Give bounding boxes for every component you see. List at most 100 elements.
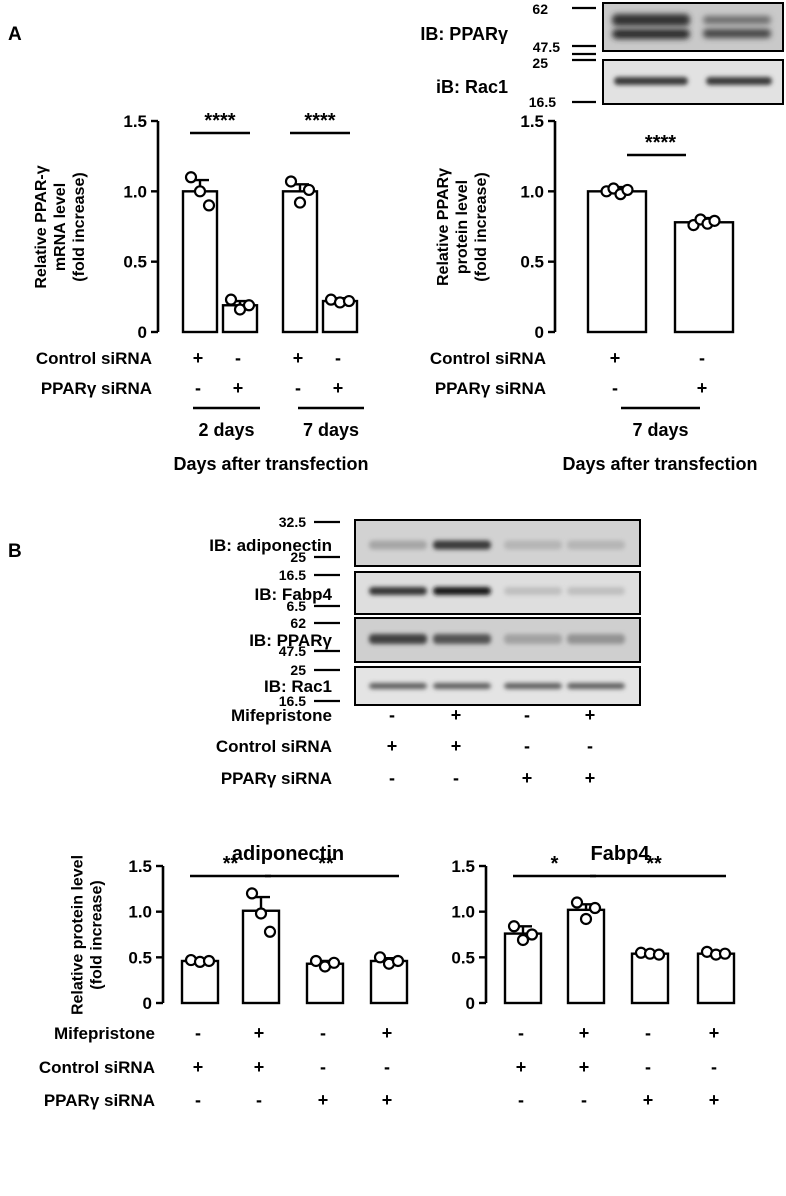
blot-strip-rac1 — [602, 59, 784, 105]
condition-sign: - — [587, 736, 593, 756]
data-point — [516, 933, 530, 947]
y-tick-label: 1.5 — [451, 857, 475, 876]
condition-sign: + — [579, 1057, 590, 1077]
data-point — [293, 196, 307, 209]
significance-mark: ** — [646, 853, 662, 875]
blot-band — [504, 540, 562, 550]
significance-mark: **** — [645, 132, 676, 154]
condition-sign: - — [645, 1057, 651, 1077]
blot-band — [369, 587, 427, 595]
y-tick-label: 1.5 — [520, 112, 544, 131]
condition-sign: + — [585, 705, 596, 725]
blot-band — [504, 683, 562, 689]
condition-sign: + — [522, 768, 533, 788]
condition-sign: + — [697, 378, 708, 398]
data-point — [202, 954, 216, 968]
data-point — [507, 920, 521, 933]
condition-sign: - — [612, 378, 618, 398]
y-axis-label: mRNA level — [52, 183, 69, 271]
condition-sign: - — [518, 1023, 524, 1043]
condition-label: PPARγ siRNA — [44, 1091, 155, 1110]
mw-marker: 16.5 — [529, 94, 556, 110]
condition-label: Mifepristone — [54, 1024, 155, 1043]
data-point — [245, 887, 259, 900]
blot-band — [567, 587, 625, 595]
panel-letter-b: B — [8, 541, 22, 562]
blot-strip-pparg — [602, 2, 784, 52]
data-point — [302, 183, 316, 197]
condition-sign: + — [579, 1023, 590, 1043]
data-point — [327, 956, 341, 969]
condition-sign: + — [293, 348, 304, 368]
data-point — [391, 954, 405, 968]
data-point — [263, 925, 277, 938]
condition-label: PPARγ siRNA — [41, 379, 152, 398]
significance-mark: ** — [318, 853, 334, 875]
condition-sign: - — [195, 1023, 201, 1043]
data-point — [242, 299, 256, 312]
condition-sign: - — [320, 1023, 326, 1043]
condition-sign: - — [384, 1057, 390, 1077]
blot-band — [433, 540, 491, 550]
y-tick-label: 0.5 — [128, 948, 152, 967]
y-tick-label: 1.5 — [128, 857, 152, 876]
y-tick-label: 0.5 — [123, 253, 147, 272]
blot-band — [504, 634, 562, 644]
group-label: 7 days — [632, 420, 688, 440]
x-axis-label: Days after transfection — [562, 454, 757, 474]
blot-band — [433, 683, 491, 689]
mw-marker: 62 — [290, 615, 306, 631]
bar — [630, 952, 670, 1005]
y-axis-label: protein level — [454, 180, 471, 274]
blot-label-pparg: IB: PPARγ — [420, 24, 508, 44]
blot-band — [433, 634, 491, 644]
data-point — [570, 896, 584, 909]
mw-marker: 25 — [532, 55, 548, 71]
condition-sign: + — [233, 378, 244, 398]
y-tick-label: 1.0 — [451, 903, 475, 922]
mw-marker: 47.5 — [279, 643, 306, 659]
mw-marker: 6.5 — [287, 598, 307, 614]
condition-sign: + — [451, 705, 462, 725]
condition-label: Control siRNA — [216, 737, 332, 756]
condition-sign: - — [335, 348, 341, 368]
group-label: 2 days — [198, 420, 254, 440]
mw-marker: 16.5 — [279, 693, 306, 709]
western-blot-a: IB: PPARγ iB: Rac1 62 47.5 25 16.5 — [420, 1, 784, 110]
y-tick-label: 0 — [466, 994, 475, 1013]
condition-sign: + — [516, 1057, 527, 1077]
condition-sign: + — [709, 1090, 720, 1110]
condition-sign: - — [581, 1090, 587, 1110]
y-axis-label: (fold increase) — [89, 880, 106, 989]
data-point — [621, 183, 634, 197]
group-label: 7 days — [303, 420, 359, 440]
condition-label: Control siRNA — [36, 349, 152, 368]
y-axis-label: Relative protein level — [70, 855, 87, 1015]
condition-label: PPARγ siRNA — [221, 769, 332, 788]
data-point — [284, 175, 298, 188]
blot-band — [567, 540, 625, 550]
condition-sign: - — [195, 1090, 201, 1110]
blot-band — [369, 634, 427, 644]
bar — [566, 908, 606, 1005]
blot-band — [433, 587, 491, 595]
blot-band — [504, 587, 562, 595]
condition-sign: + — [318, 1090, 329, 1110]
x-axis-label: Days after transfection — [173, 454, 368, 474]
blot-label: IB: PPARγ — [249, 631, 332, 650]
condition-sign: - — [389, 768, 395, 788]
y-tick-label: 0 — [143, 994, 152, 1013]
y-tick-label: 1.0 — [520, 182, 544, 201]
condition-sign: - — [453, 768, 459, 788]
blot-band — [567, 683, 625, 689]
condition-sign: - — [256, 1090, 262, 1110]
chart-fabp4: 00.51.01.5Fabp4***Mifepristone-+-+Contro… — [451, 843, 736, 1110]
y-axis-label: Relative PPARγ — [435, 168, 452, 286]
condition-sign: + — [451, 736, 462, 756]
condition-sign: - — [518, 1090, 524, 1110]
